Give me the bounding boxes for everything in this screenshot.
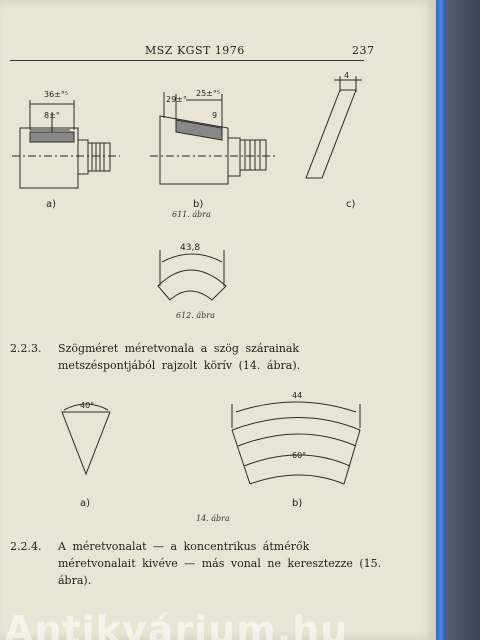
section-text: A méretvonalat — a koncentrikus átmérők … xyxy=(58,540,382,587)
dim-b-width: 25±°⁵ xyxy=(196,89,220,98)
dim-14b-angle: 60° xyxy=(292,451,306,460)
technical-drawings: 36±°⁵ 8±° 29±° 25±°⁵ 9 4 a) b) c) 43,8 4… xyxy=(12,71,362,509)
caption-figure-14: 14. ábra xyxy=(196,514,230,523)
figure-14b-arc-band xyxy=(231,401,361,485)
figure-11a-shaft xyxy=(12,100,120,189)
figure-11b-taper xyxy=(150,92,276,185)
label-11a: a) xyxy=(46,199,56,210)
background-edge xyxy=(446,0,480,640)
dim-14b-arc: 44 xyxy=(292,391,302,400)
section-text: Szögméret méretvonala a szög szárainak m… xyxy=(58,342,301,372)
label-14a: a) xyxy=(80,498,90,509)
page-header: MSZ KGST 1976 237 xyxy=(0,44,436,58)
dim-b-small: 29±° xyxy=(166,95,187,104)
label-11c: c) xyxy=(346,199,355,210)
caption-figure-12: 612. ábra xyxy=(176,311,215,320)
dim-a-side: 8±° xyxy=(44,111,60,120)
caption-figure-11: 611. ábra xyxy=(172,210,211,219)
page-number: 237 xyxy=(352,44,375,57)
label-11b: b) xyxy=(193,199,203,210)
dim-c-width: 4 xyxy=(344,71,349,80)
header-title: MSZ KGST 1976 xyxy=(145,44,245,57)
dim-a-width: 36±°⁵ xyxy=(44,90,68,99)
header-rule xyxy=(10,60,364,61)
label-14b: b) xyxy=(292,498,302,509)
dim-b-side: 9 xyxy=(212,111,217,120)
book-page: MSZ KGST 1976 237 xyxy=(0,0,436,640)
section-number: 2.2.4. xyxy=(10,540,42,553)
figure-11c-bar xyxy=(305,76,362,179)
figure-14a-angle xyxy=(61,403,111,476)
dim-12-arc: 43,8 xyxy=(180,243,200,253)
section-number: 2.2.3. xyxy=(10,342,42,355)
figure-12-arc-segment xyxy=(157,250,227,301)
watermark: Antikvárium.hu xyxy=(4,608,349,640)
book-binding-edge xyxy=(436,0,446,640)
dim-14a-angle: 40° xyxy=(80,401,94,410)
